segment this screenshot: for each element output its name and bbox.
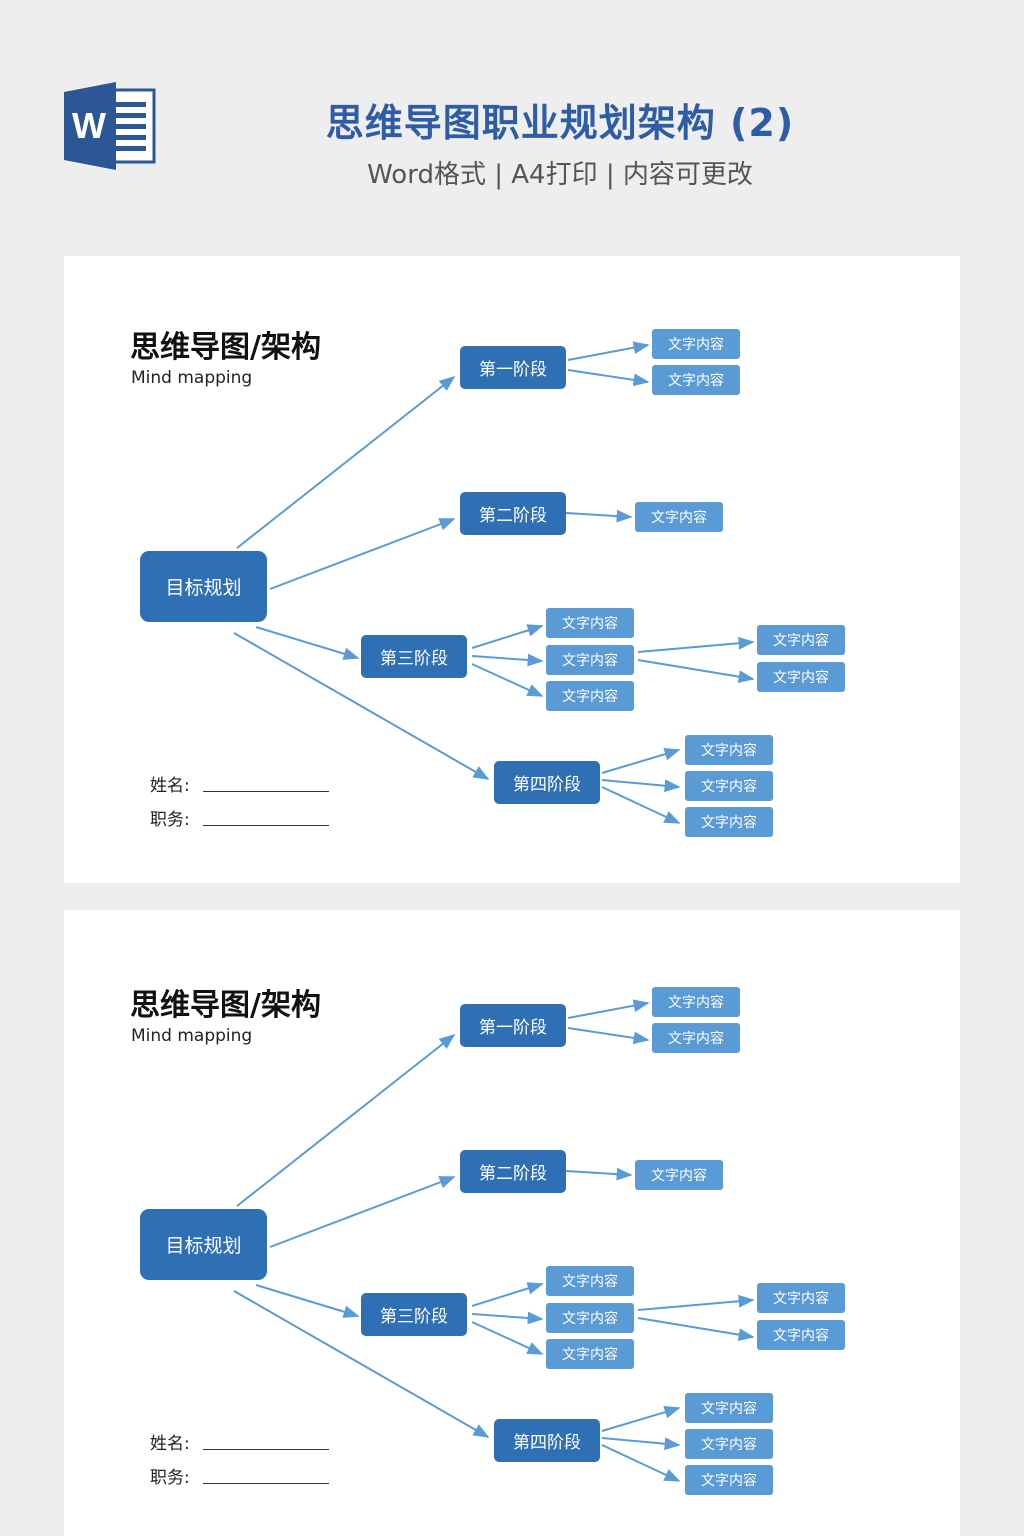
mindmap-title: 思维导图/架构 [130, 330, 321, 365]
name-label: 姓名: [150, 776, 190, 796]
word-logo-letter: W [72, 105, 106, 146]
stage-1-node[interactable]: 第一阶段 [460, 1004, 566, 1047]
mindmap-subtitle: Mind mapping [131, 368, 253, 388]
stage-3-item-2[interactable]: 文字内容 [546, 645, 634, 675]
stage-4-item-3[interactable]: 文字内容 [685, 807, 773, 837]
stage-3-node[interactable]: 第三阶段 [361, 1293, 467, 1336]
stage-3-subitem-1[interactable]: 文字内容 [757, 625, 845, 655]
root-node[interactable]: 目标规划 [140, 1209, 267, 1280]
stage-2-node[interactable]: 第二阶段 [460, 492, 566, 535]
stage-2-item-1[interactable]: 文字内容 [635, 1160, 723, 1190]
mindmap-connectors [233, 999, 755, 1482]
stage-2-node[interactable]: 第二阶段 [460, 1150, 566, 1193]
stage-3-item-1[interactable]: 文字内容 [546, 608, 634, 638]
stage-4-item-1[interactable]: 文字内容 [685, 1393, 773, 1423]
name-label: 姓名: [150, 1434, 190, 1454]
stage-4-item-3[interactable]: 文字内容 [685, 1465, 773, 1495]
stage-1-item-2[interactable]: 文字内容 [652, 365, 740, 395]
stage-3-node[interactable]: 第三阶段 [361, 635, 467, 678]
stage-1-item-2[interactable]: 文字内容 [652, 1023, 740, 1053]
preview-header: W 思维导图职业规划架构 (2) Word格式 | A4打印 | 内容可更改 [0, 0, 1024, 256]
stage-4-node[interactable]: 第四阶段 [494, 1419, 600, 1462]
stage-4-item-2[interactable]: 文字内容 [685, 771, 773, 801]
stage-1-item-1[interactable]: 文字内容 [652, 987, 740, 1017]
stage-4-item-2[interactable]: 文字内容 [685, 1429, 773, 1459]
name-input-line[interactable] [203, 1449, 329, 1450]
document-subtitle: Word格式 | A4打印 | 内容可更改 [367, 160, 753, 190]
mindmap-title: 思维导图/架构 [130, 988, 321, 1023]
stage-4-item-1[interactable]: 文字内容 [685, 735, 773, 765]
word-icon: W [64, 82, 156, 170]
stage-2-item-1[interactable]: 文字内容 [635, 502, 723, 532]
position-input-line[interactable] [203, 825, 329, 826]
root-node[interactable]: 目标规划 [140, 551, 267, 622]
stage-3-subitem-2[interactable]: 文字内容 [757, 1320, 845, 1350]
stage-3-subitem-1[interactable]: 文字内容 [757, 1283, 845, 1313]
name-input-line[interactable] [203, 791, 329, 792]
stage-3-item-3[interactable]: 文字内容 [546, 681, 634, 711]
stage-3-item-1[interactable]: 文字内容 [546, 1266, 634, 1296]
page-preview-2: 思维导图/架构 Mind mapping 目标规划 第一阶段 第二阶段 第三阶段… [64, 910, 960, 1536]
position-label: 职务: [150, 810, 190, 830]
stage-3-item-2[interactable]: 文字内容 [546, 1303, 634, 1333]
page-preview-1: 思维导图/架构 Mind mapping 目标规划 第一阶段 第二阶段 第三阶段… [64, 256, 960, 883]
stage-3-item-3[interactable]: 文字内容 [546, 1339, 634, 1369]
stage-3-subitem-2[interactable]: 文字内容 [757, 662, 845, 692]
mindmap-subtitle: Mind mapping [131, 1026, 253, 1046]
stage-1-item-1[interactable]: 文字内容 [652, 329, 740, 359]
mindmap-connectors [233, 341, 755, 824]
position-label: 职务: [150, 1468, 190, 1488]
stage-4-node[interactable]: 第四阶段 [494, 761, 600, 804]
position-input-line[interactable] [203, 1483, 329, 1484]
stage-1-node[interactable]: 第一阶段 [460, 346, 566, 389]
document-title: 思维导图职业规划架构 (2) [325, 101, 795, 145]
